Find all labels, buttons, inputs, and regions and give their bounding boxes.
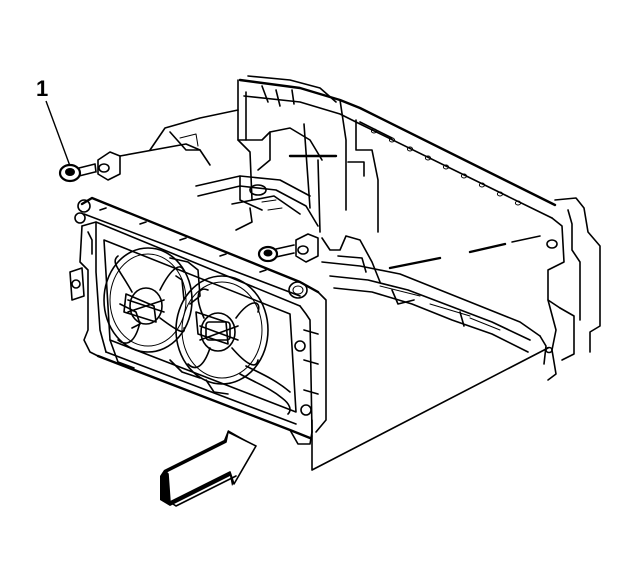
left-fan <box>103 247 193 353</box>
callout-label-1: 1 <box>36 76 48 101</box>
bolt-head <box>263 249 273 257</box>
middle-bracket <box>295 233 319 263</box>
radiator-support-frame <box>149 75 601 471</box>
bolt-icon <box>58 163 97 183</box>
forward-arrow-icon <box>160 430 257 507</box>
callout-leader-line <box>45 100 71 167</box>
bolt-shank <box>78 163 97 177</box>
bolt-head <box>65 168 75 176</box>
callout-1: 1 <box>36 76 71 167</box>
right-fan <box>175 275 269 385</box>
radiator-fan-assembly <box>69 196 327 445</box>
bolt-icon <box>257 244 295 263</box>
upper-left-bracket <box>97 143 201 181</box>
bolt-shank <box>275 244 295 258</box>
arrow-face <box>165 431 257 503</box>
